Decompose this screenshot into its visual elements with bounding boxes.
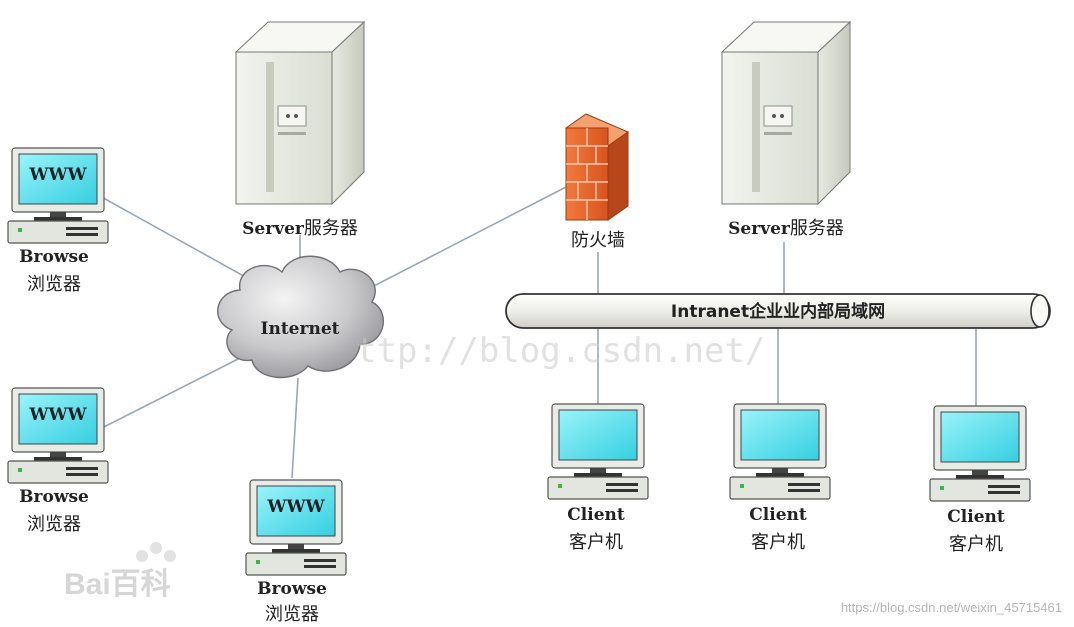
client-pc-2: [729, 403, 831, 500]
client-label-en-1: Client: [567, 505, 625, 525]
firewall-label: 防火墙: [571, 230, 625, 251]
client-label-cn-1: 客户机: [569, 532, 623, 553]
browser-label-cn-2: 浏览器: [27, 514, 81, 535]
firewall-icon: [564, 113, 630, 221]
browser-screen-text-1: WWW: [28, 165, 87, 185]
client-label-cn-2: 客户机: [751, 532, 805, 553]
browser-pc-bottom: [245, 479, 347, 576]
watermark-center: ttp://blog.csdn.net/: [356, 331, 765, 371]
intranet-pipe: [505, 293, 1051, 329]
browser-pc-top: [7, 147, 109, 244]
svg-text:Bai百科: Bai百科: [64, 568, 171, 601]
browser-label-en-1: Browse: [19, 247, 89, 267]
client-label-en-3: Client: [947, 507, 1005, 527]
connection-lines: [97, 185, 977, 479]
client-label-en-2: Client: [749, 505, 807, 525]
watermark-bottom-right: https://blog.csdn.net/weixin_45715461: [841, 600, 1062, 615]
server-left: [235, 21, 365, 205]
client-pc-3: [929, 405, 1031, 502]
browser-label-cn-3: 浏览器: [265, 604, 319, 625]
client-label-cn-3: 客户机: [949, 534, 1003, 555]
internet-cloud-icon: [217, 255, 385, 379]
client-pc-1: [547, 403, 649, 500]
server-label-left: Server服务器: [242, 218, 358, 239]
server-label-right: Server服务器: [728, 218, 844, 239]
intranet-label: Intranet企业业内部局域网: [671, 301, 885, 322]
baidu-watermark: Bai百科: [64, 542, 176, 601]
browser-screen-text-2: WWW: [28, 405, 87, 425]
internet-label: Internet: [261, 319, 340, 339]
browser-pc-middle: [7, 387, 109, 484]
browser-label-en-2: Browse: [19, 487, 89, 507]
browser-screen-text-3: WWW: [266, 497, 325, 517]
server-right: [721, 21, 851, 205]
browser-label-en-3: Browse: [257, 579, 327, 599]
browser-label-cn-1: 浏览器: [27, 274, 81, 295]
